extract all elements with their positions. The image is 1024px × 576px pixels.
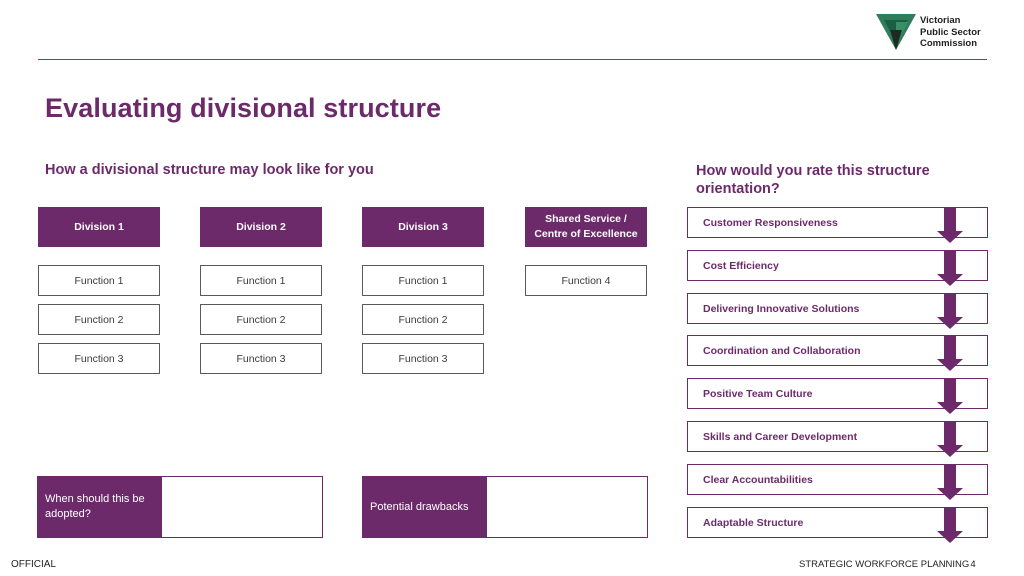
rating-label: Customer Responsiveness	[703, 217, 838, 229]
arrow-down-icon[interactable]	[937, 463, 963, 500]
footer-section: STRATEGIC WORKFORCE PLANNING4	[799, 559, 976, 570]
rating-label: Skills and Career Development	[703, 430, 858, 443]
page-number: 4	[970, 559, 976, 570]
adoption-question-box: When should this be adopted?	[37, 476, 323, 538]
function-box: Function 3	[200, 343, 322, 374]
arrow-down-icon[interactable]	[937, 292, 963, 329]
drawbacks-question-box: Potential drawbacks	[362, 476, 648, 538]
shared-service-column: Shared Service / Centre of Excellence Fu…	[525, 207, 647, 296]
division-box: Division 2	[200, 207, 322, 247]
rating-item-coordination[interactable]: Coordination and Collaboration	[687, 335, 988, 372]
function-box: Function 1	[200, 265, 322, 296]
division-column-2: Division 2 Function 1 Function 2 Functio…	[200, 207, 322, 374]
function-box: Function 3	[362, 343, 484, 374]
header-divider	[38, 59, 987, 60]
shared-service-box: Shared Service / Centre of Excellence	[525, 207, 647, 247]
rating-label: Positive Team Culture	[703, 388, 813, 401]
function-box: Function 4	[525, 265, 647, 296]
rating-label: Cost Efficiency	[703, 259, 779, 272]
function-box: Function 2	[38, 304, 160, 335]
division-column-3: Division 3 Function 1 Function 2 Functio…	[362, 207, 484, 374]
function-box: Function 2	[200, 304, 322, 335]
arrow-down-icon[interactable]	[937, 207, 963, 243]
classification-label: OFFICIAL	[11, 559, 57, 570]
arrow-down-icon[interactable]	[937, 249, 963, 286]
rating-item-accountabilities[interactable]: Clear Accountabilities	[687, 463, 988, 500]
rating-label: Delivering Innovative Solutions	[703, 302, 860, 315]
arrow-down-icon[interactable]	[937, 335, 963, 372]
section-label: STRATEGIC WORKFORCE PLANNING	[799, 559, 970, 570]
page-title: Evaluating divisional structure	[45, 93, 442, 123]
rating-item-team-culture[interactable]: Positive Team Culture	[687, 378, 988, 415]
drawbacks-question-label: Potential drawbacks	[363, 477, 487, 537]
rating-item-cost-efficiency[interactable]: Cost Efficiency	[687, 249, 988, 286]
structure-heading: How a divisional structure may look like…	[45, 162, 374, 178]
adoption-answer-field[interactable]	[162, 477, 322, 537]
division-column-1: Division 1 Function 1 Function 2 Functio…	[38, 207, 160, 374]
function-box: Function 1	[38, 265, 160, 296]
division-box: Division 1	[38, 207, 160, 247]
vpsc-logo: Victorian Public Sector Commission	[876, 12, 996, 54]
arrow-down-icon[interactable]	[937, 378, 963, 415]
arrow-down-icon[interactable]	[937, 420, 963, 457]
rating-heading: How would you rate this structure orient…	[696, 163, 930, 197]
rating-label: Clear Accountabilities	[703, 473, 813, 486]
logo-text: Victorian Public Sector Commission	[920, 15, 981, 49]
drawbacks-answer-field[interactable]	[487, 477, 647, 537]
function-box: Function 2	[362, 304, 484, 335]
rating-item-skills-development[interactable]: Skills and Career Development	[687, 420, 988, 457]
function-box: Function 1	[362, 265, 484, 296]
rating-item-innovative-solutions[interactable]: Delivering Innovative Solutions	[687, 292, 988, 329]
rating-list: Customer Responsiveness Cost Efficiency …	[687, 207, 988, 549]
division-box: Division 3	[362, 207, 484, 247]
rating-item-customer-responsiveness[interactable]: Customer Responsiveness	[687, 207, 988, 243]
rating-label: Coordination and Collaboration	[703, 345, 861, 358]
rating-label: Adaptable Structure	[703, 516, 804, 529]
function-box: Function 3	[38, 343, 160, 374]
vpsc-logo-icon	[876, 14, 916, 50]
rating-item-adaptable-structure[interactable]: Adaptable Structure	[687, 506, 988, 543]
arrow-down-icon[interactable]	[937, 506, 963, 543]
adoption-question-label: When should this be adopted?	[38, 477, 162, 537]
